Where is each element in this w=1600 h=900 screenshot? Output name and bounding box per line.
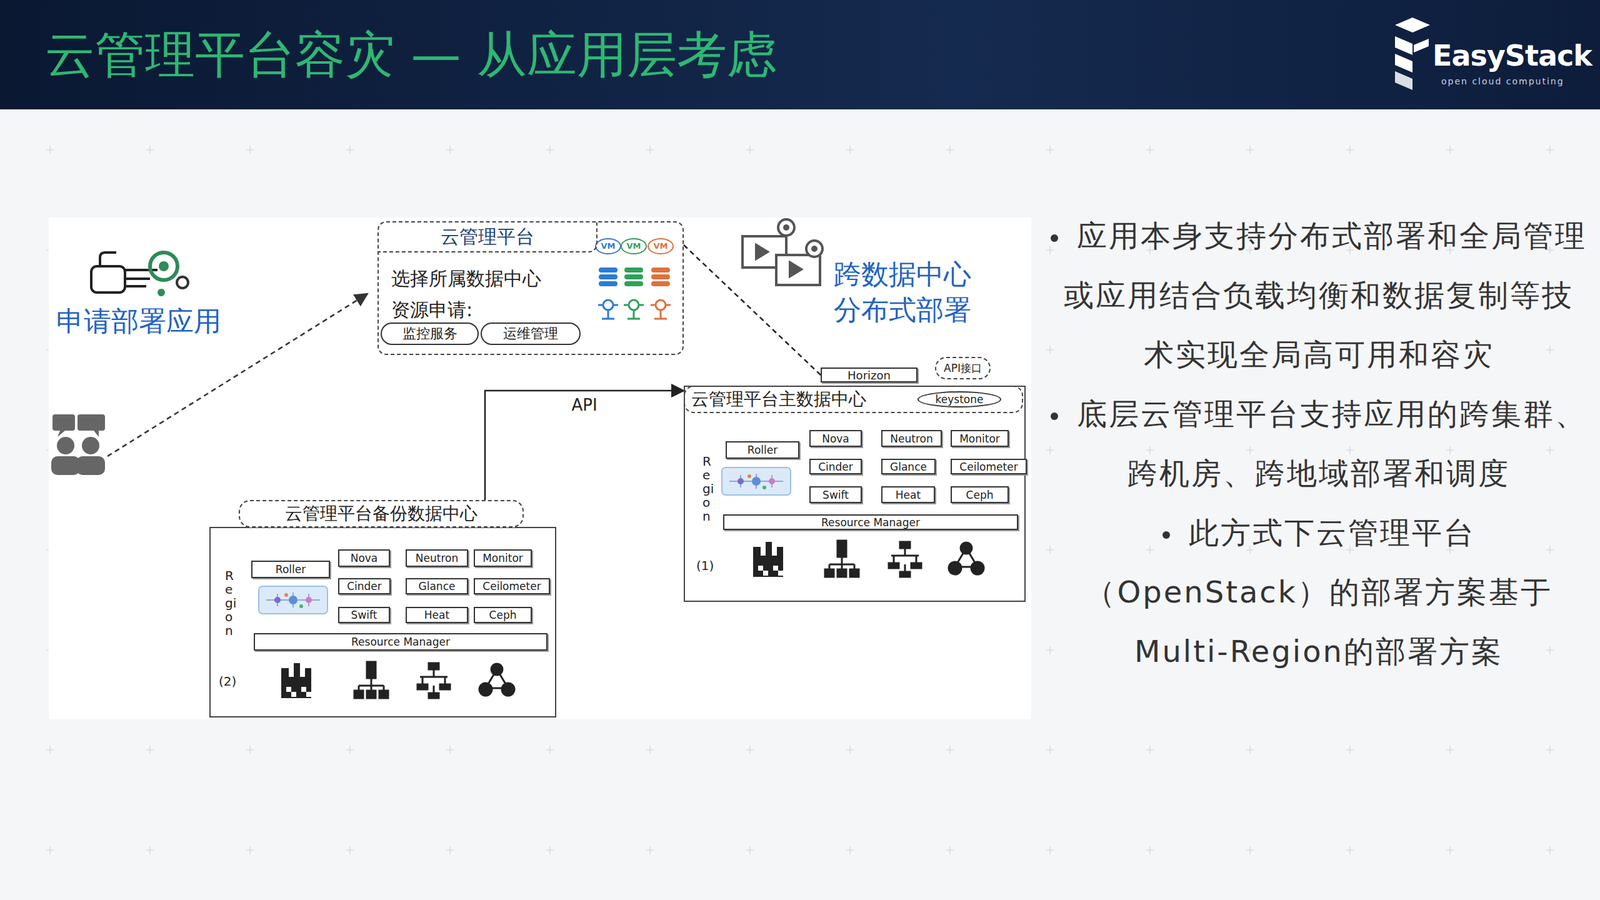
node-label: Cinder — [818, 460, 854, 474]
slide-title: 云管理平台容灾 — 从应用层考虑 — [45, 23, 777, 87]
component-box: Cinder — [338, 578, 391, 595]
component-box: Monitor — [473, 549, 532, 567]
component-box: Heat — [881, 486, 935, 504]
vm-label: VM — [648, 240, 674, 252]
node-label: Neutron — [890, 432, 933, 445]
deploy-label: 跨数据中心 分布式部署 — [833, 256, 990, 328]
region-label: Region — [225, 568, 238, 638]
component-box: Swift — [809, 486, 862, 504]
node-label: Monitor — [959, 432, 1000, 445]
datacenter-box: 云管理平台备份数据中心RollerNovaNeutronMonitorCinde… — [209, 526, 557, 718]
bullet-item: 底层云管理平台支持应用的跨集群、跨机房、跨地域部署和调度 — [1050, 384, 1588, 504]
node-label: Nova — [350, 551, 379, 565]
keystone-ellipse: keystone — [917, 391, 1002, 408]
service-pill: 运维管理 — [480, 322, 581, 345]
component-box: Swift — [338, 606, 390, 624]
component-box: Glance — [881, 458, 936, 475]
node-label: 运维管理 — [503, 324, 559, 344]
component-box: Horizon — [820, 367, 918, 383]
node-label: 云管理平台 — [378, 222, 598, 253]
node-label: Nova — [821, 432, 850, 445]
component-box: Nova — [809, 430, 862, 447]
component-box: Ceilometer — [473, 578, 550, 595]
component-box: Ceilometer — [950, 458, 1027, 475]
component-box: Cinder — [809, 458, 862, 475]
bullet-text: 此方式下云管理平台（OpenStack）的部署方案基于Multi-Region的… — [1085, 515, 1552, 669]
edge-label: API — [568, 395, 600, 415]
component-box: Monitor — [950, 430, 1009, 447]
node-label: Resource Manager — [351, 635, 450, 649]
platform-box: 云管理平台选择所属数据中心资源申请:监控服务 运维管理 — [377, 221, 684, 355]
node-label: API接口 — [943, 361, 982, 376]
component-box: Neutron — [405, 549, 469, 567]
component-box: Ceph — [473, 606, 532, 624]
node-label: Roller — [275, 563, 306, 576]
node-label: Glance — [890, 460, 927, 474]
component-box: Nova — [338, 549, 390, 567]
bullet-list: 应用本身支持分布式部署和全局管理或应用结合负载均衡和数据复制等技术实现全局高可用… — [1050, 206, 1588, 682]
actor-label: 申请部署应用 — [56, 303, 222, 340]
node-label: Ceph — [966, 488, 994, 502]
component-box: Roller — [251, 560, 330, 579]
region-label: Region — [702, 454, 715, 524]
node-label: Neutron — [415, 551, 459, 565]
component-box: Glance — [405, 578, 469, 595]
node-text: 资源申请: — [391, 297, 473, 324]
component-box: Neutron — [881, 430, 942, 447]
node-label: Monitor — [482, 551, 524, 565]
node-label: Heat — [424, 608, 450, 622]
service-pill: 监控服务 — [380, 322, 479, 345]
vm-label: VM — [621, 240, 647, 252]
bullet-text: 应用本身支持分布式部署和全局管理或应用结合负载均衡和数据复制等技术实现全局高可用… — [1063, 218, 1587, 372]
header-bar: 云管理平台容灾 — 从应用层考虑 — [0, 0, 1600, 110]
bullet-item: 此方式下云管理平台（OpenStack）的部署方案基于Multi-Region的… — [1050, 503, 1588, 682]
node-label: Resource Manager — [821, 516, 920, 529]
logo-tagline: open cloud computing — [1441, 76, 1565, 87]
node-label: Ceilometer — [482, 580, 541, 593]
node-label: 云管理平台备份数据中心 — [238, 500, 524, 528]
node-label: Ceph — [489, 608, 517, 622]
region-number: (2) — [218, 673, 237, 689]
component-box: Heat — [405, 606, 469, 624]
datacenter-box: 云管理平台主数据中心HorizonAPI接口keystoneRollerNova… — [683, 385, 1026, 602]
bullet-text: 底层云管理平台支持应用的跨集群、跨机房、跨地域部署和调度 — [1076, 396, 1587, 491]
component-box: Ceph — [950, 486, 1009, 504]
node-label: Ceilometer — [959, 460, 1018, 474]
component-box: Resource Manager — [253, 633, 548, 651]
connector — [485, 390, 684, 500]
vm-label: VM — [595, 240, 621, 252]
node-label: Roller — [747, 443, 778, 457]
node-text: 选择所属数据中心 — [391, 266, 542, 292]
bullet-dot — [1050, 234, 1059, 242]
bullet-dot — [1050, 412, 1059, 420]
node-label: Glance — [418, 580, 456, 593]
logo-text: EasyStack — [1432, 38, 1592, 73]
connector — [683, 245, 821, 375]
node-label: keystone — [935, 393, 984, 406]
node-label: Horizon — [847, 368, 891, 382]
api-pill: API接口 — [935, 356, 991, 380]
bullet-item: 应用本身支持分布式部署和全局管理或应用结合负载均衡和数据复制等技术实现全局高可用… — [1050, 206, 1588, 385]
node-label: 监控服务 — [402, 324, 458, 344]
node-label: Heat — [895, 488, 921, 502]
node-label: Cinder — [346, 580, 382, 593]
region-number: (1) — [696, 558, 714, 574]
bullet-dot — [1162, 531, 1170, 539]
component-box: Roller — [725, 441, 800, 459]
node-label: Swift — [351, 608, 378, 622]
component-box: Resource Manager — [723, 514, 1019, 530]
node-label: Swift — [822, 488, 849, 502]
